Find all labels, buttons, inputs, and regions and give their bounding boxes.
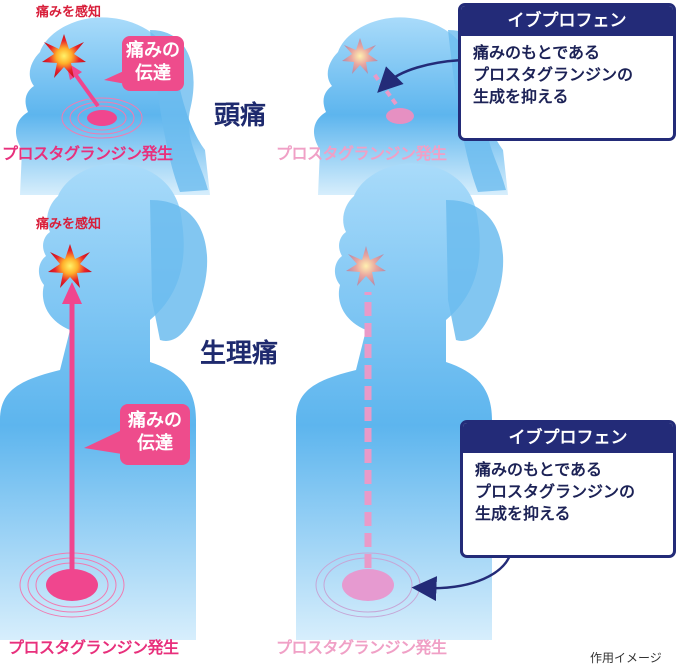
pain-burst-icon-top-left bbox=[42, 34, 86, 78]
transmission-bubble-bottom: 痛みの 伝達 bbox=[120, 404, 190, 465]
transmission-bubble-top-line1: 痛みの bbox=[126, 40, 180, 61]
ibuprofen-box-top-line3: 生成を抑える bbox=[473, 87, 569, 106]
pain-burst-icon-top-right bbox=[342, 38, 378, 74]
transmission-bubble-top: 痛みの 伝達 bbox=[122, 36, 184, 91]
transmission-arrow-bottom-left bbox=[62, 282, 82, 570]
pain-burst-icon-bottom-left bbox=[48, 244, 92, 288]
ibuprofen-box-top-body: 痛みのもとである プロスタグランジンの 生成を抑える bbox=[461, 36, 673, 108]
prostaglandin-source-top-right bbox=[386, 108, 414, 124]
pain-burst-icon-bottom-right bbox=[346, 246, 386, 286]
ibuprofen-box-bottom-line1: 痛みのもとである bbox=[475, 460, 603, 479]
menstrual-pain-title: 生理痛 bbox=[200, 339, 279, 369]
ibuprofen-box-top-line1: 痛みのもとである bbox=[473, 43, 601, 62]
ibuprofen-box-top: イブプロフェン 痛みのもとである プロスタグランジンの 生成を抑える bbox=[458, 3, 676, 141]
prostaglandin-label-top-left: プロスタグランジン発生 bbox=[2, 144, 173, 163]
headache-title: 頭痛 bbox=[214, 101, 267, 131]
transmission-bubble-bottom-line2: 伝達 bbox=[137, 433, 173, 454]
body-silhouette-bottom-left bbox=[0, 163, 208, 641]
ibuprofen-box-top-line2: プロスタグランジンの bbox=[473, 65, 634, 84]
prostaglandin-label-bottom-right: プロスタグランジン発生 bbox=[276, 638, 447, 657]
ibuprofen-box-bottom: イブプロフェン 痛みのもとである プロスタグランジンの 生成を抑える bbox=[460, 420, 676, 558]
ibuprofen-arrow-top bbox=[377, 58, 463, 93]
image-caption: 作用イメージ bbox=[590, 651, 662, 665]
prostaglandin-source-top-left bbox=[61, 97, 143, 139]
ibuprofen-box-bottom-line2: プロスタグランジンの bbox=[475, 482, 636, 501]
bubble-pointer-bottom bbox=[84, 430, 122, 454]
transmission-bubble-top-line2: 伝達 bbox=[135, 63, 171, 84]
ibuprofen-box-bottom-line3: 生成を抑える bbox=[475, 504, 571, 523]
pain-sense-label-top: 痛みを感知 bbox=[36, 5, 102, 20]
ibuprofen-box-bottom-title: イブプロフェン bbox=[463, 423, 673, 453]
prostaglandin-label-bottom-left: プロスタグランジン発生 bbox=[8, 638, 179, 657]
bubble-pointer-top bbox=[104, 70, 126, 84]
body-silhouette-bottom-right bbox=[296, 163, 504, 641]
ibuprofen-box-bottom-body: 痛みのもとである プロスタグランジンの 生成を抑える bbox=[463, 453, 673, 525]
prostaglandin-label-top-right: プロスタグランジン発生 bbox=[276, 144, 447, 163]
transmission-bubble-bottom-line1: 痛みの bbox=[128, 410, 182, 431]
pain-sense-label-bottom: 痛みを感知 bbox=[36, 217, 102, 232]
ibuprofen-box-top-title: イブプロフェン bbox=[461, 6, 673, 36]
